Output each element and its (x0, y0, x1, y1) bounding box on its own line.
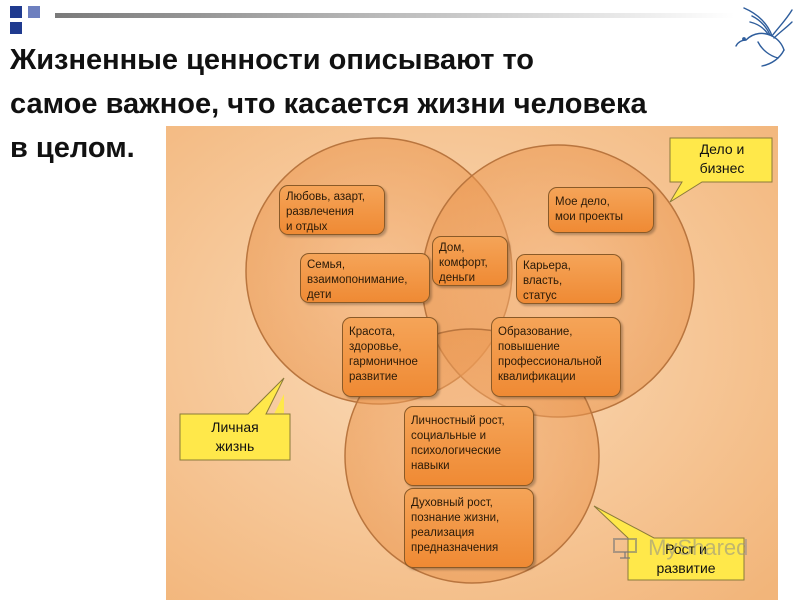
callout-line: развитие (656, 560, 716, 576)
dove-icon (735, 7, 793, 67)
value-box-career: Карьера, власть, статус (516, 254, 622, 304)
value-line: Личностный рост, (411, 415, 505, 427)
value-line: Красота, (349, 326, 396, 338)
callout-line: Личная (211, 419, 259, 435)
value-line: Любовь, азарт, (286, 191, 365, 203)
value-box-love: Любовь, азарт, развлечения и отдых (279, 185, 385, 235)
top-decoration (0, 0, 800, 40)
callout-growth: Рост и развитие (630, 540, 742, 578)
value-line: навыки (411, 460, 450, 472)
venn-diagram: Любовь, азарт, развлечения и отдых Семья… (166, 126, 778, 600)
value-box-beauty: Красота, здоровье, гармоничное развитие (342, 317, 438, 397)
value-line: здоровье, (349, 341, 402, 353)
value-line: Образование, (498, 326, 573, 338)
value-line: социальные и (411, 430, 487, 442)
value-line: предназначения (411, 542, 499, 554)
value-line: Духовный рост, (411, 497, 493, 509)
callout-line: Рост и (665, 541, 707, 557)
value-box-my-business: Мое дело, мои проекты (548, 187, 654, 233)
callout-business-shape (669, 137, 773, 203)
callout-line: Дело и (699, 141, 745, 157)
value-line: познание жизни, (411, 512, 500, 524)
value-box-education: Образование, повышение профессиональной … (491, 317, 621, 397)
callout-line: бизнес (699, 160, 745, 176)
title-line: самое важное, что касается жизни человек… (10, 88, 647, 120)
value-line: власть, (523, 275, 563, 287)
value-line: квалификации (498, 371, 576, 383)
value-line: Мое дело, (555, 196, 610, 208)
watermark-text: MyShared (648, 535, 749, 561)
callout-growth-shape (593, 505, 745, 581)
value-line: дети (307, 289, 332, 301)
callout-personal: Личная жизнь (182, 418, 288, 456)
callout-business: Дело и бизнес (672, 140, 772, 178)
value-line: гармоничное (349, 356, 418, 368)
value-box-home: Дом, комфорт, деньги (432, 236, 508, 286)
presentation-icon (613, 538, 637, 560)
watermark: MyShared (612, 534, 772, 570)
title-line: Жизненные ценности описывают то (10, 44, 534, 76)
value-line: комфорт, (439, 257, 488, 269)
page-title: Жизненные ценности описывают то самое ва… (10, 38, 800, 170)
value-line: и отдых (286, 221, 328, 233)
value-box-spiritual-growth: Духовный рост, познание жизни, реализаци… (404, 488, 534, 568)
value-line: повышение (498, 341, 560, 353)
value-line: Карьера, (523, 260, 571, 272)
value-box-personal-growth: Личностный рост, социальные и психологич… (404, 406, 534, 486)
value-line: мои проекты (555, 211, 624, 223)
value-line: Дом, (439, 242, 465, 254)
value-line: реализация (411, 527, 475, 539)
value-line: Семья, (307, 259, 346, 271)
callout-personal-shape (179, 377, 291, 461)
value-line: развлечения (286, 206, 354, 218)
callout-line: жизнь (215, 438, 255, 454)
value-line: статус (523, 290, 557, 302)
value-line: психологические (411, 445, 502, 457)
value-box-family: Семья, взаимопонимание, дети (300, 253, 430, 303)
value-line: профессиональной (498, 356, 602, 368)
title-line: в целом. (10, 132, 135, 164)
value-line: развитие (349, 371, 398, 383)
value-line: деньги (439, 272, 476, 284)
value-line: взаимопонимание, (307, 274, 408, 286)
